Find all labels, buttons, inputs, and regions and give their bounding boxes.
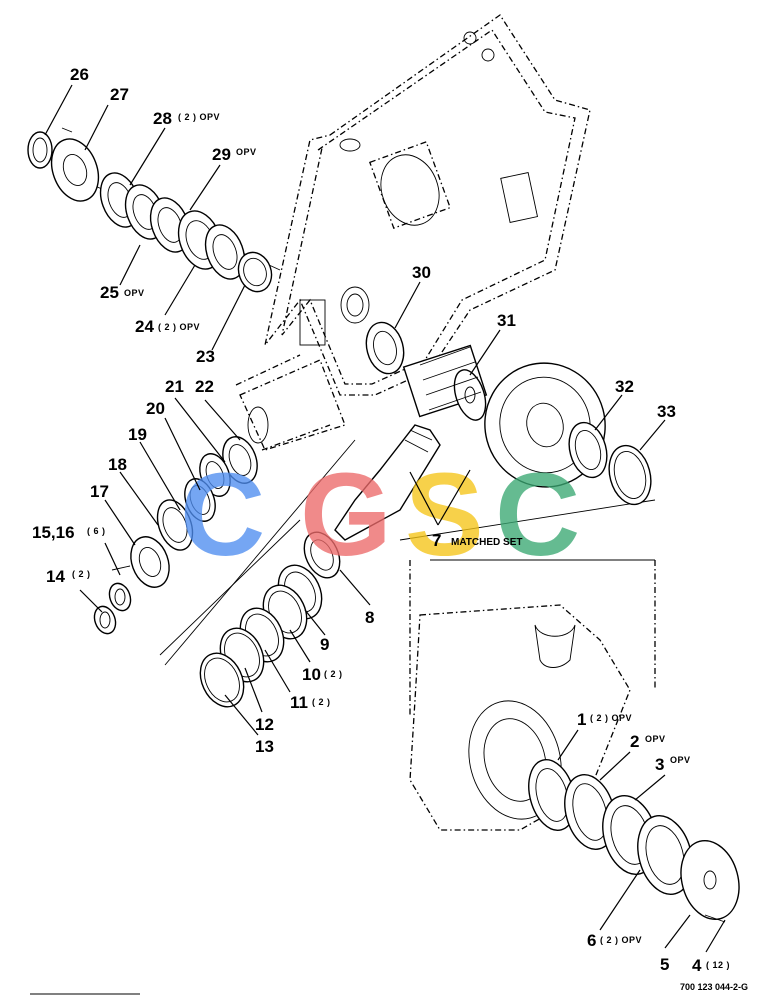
callout-21-number: 21 <box>165 377 184 396</box>
callout-32-number: 32 <box>615 377 634 396</box>
callout-1-qty: ( 2 ) OPV <box>590 713 632 723</box>
document-number: 700 123 044-2-G <box>680 982 748 992</box>
callout-22-number: 22 <box>195 377 214 396</box>
left-shim-stack <box>27 127 273 293</box>
callout-24-number: 24 <box>135 317 154 336</box>
callout-25-qty: OPV <box>124 288 145 298</box>
callout-11-number: 11 <box>290 693 308 712</box>
callout-3-qty: OPV <box>670 755 691 765</box>
callout-26-number: 26 <box>70 65 89 84</box>
callout-10-qty: ( 2 ) <box>324 669 343 679</box>
callout-9-number: 9 <box>320 635 329 654</box>
callout-19-number: 19 <box>128 425 147 444</box>
callout-14-qty: ( 2 ) <box>72 569 91 579</box>
callout-23-number: 23 <box>196 347 215 366</box>
callout-7-number: 7 <box>432 531 441 550</box>
callout-15-16-number: 15,16 <box>32 523 75 542</box>
callout-15-16-qty: ( 6 ) <box>87 526 106 536</box>
watermark: C G S C <box>180 449 580 581</box>
watermark-letter-4: C <box>495 449 580 581</box>
callout-28-number: 28 <box>153 109 172 128</box>
callout-3-number: 3 <box>655 755 664 774</box>
callout-10-number: 10 <box>302 665 321 684</box>
callout-14-number: 14 <box>46 567 65 586</box>
callout-27-number: 27 <box>110 85 129 104</box>
callout-2-qty: OPV <box>645 734 666 744</box>
callout-25-number: 25 <box>100 283 119 302</box>
callout-6-qty: ( 2 ) OPV <box>600 935 642 945</box>
callout-8-number: 8 <box>365 608 374 627</box>
callout-31-number: 31 <box>497 311 516 330</box>
callout-4-number: 4 <box>692 956 702 975</box>
callout-4-qty: ( 12 ) <box>706 960 730 970</box>
lower-housing-phantom <box>409 560 656 831</box>
callout-18-number: 18 <box>108 455 127 474</box>
callout-1-number: 1 <box>577 710 586 729</box>
callout-24-qty: ( 2 ) OPV <box>158 322 200 332</box>
leader-lines <box>44 84 726 953</box>
callout-33-number: 33 <box>657 402 676 421</box>
watermark-letter-2: G <box>300 449 392 581</box>
callout-labels: 26 27 28 ( 2 ) OPV 29 OPV 25 OPV 24 ( 2 … <box>32 65 730 975</box>
callout-29-qty: OPV <box>236 147 257 157</box>
center-gear-train <box>334 321 652 541</box>
callout-29-number: 29 <box>212 145 231 164</box>
callout-7-note: MATCHED SET <box>451 537 522 548</box>
callout-12-number: 12 <box>255 715 274 734</box>
callout-13-number: 13 <box>255 737 274 756</box>
callout-2-number: 2 <box>630 732 639 751</box>
callout-11-qty: ( 2 ) <box>312 697 331 707</box>
callout-6-number: 6 <box>587 931 596 950</box>
watermark-letter-1: C <box>180 449 265 581</box>
callout-28-qty: ( 2 ) OPV <box>178 112 220 122</box>
callout-17-number: 17 <box>90 482 109 501</box>
pinion-bearing-stack <box>93 436 341 708</box>
callout-20-number: 20 <box>146 399 165 418</box>
callout-30-number: 30 <box>412 263 431 282</box>
right-shim-stack <box>528 759 740 923</box>
callout-5-number: 5 <box>660 955 669 974</box>
